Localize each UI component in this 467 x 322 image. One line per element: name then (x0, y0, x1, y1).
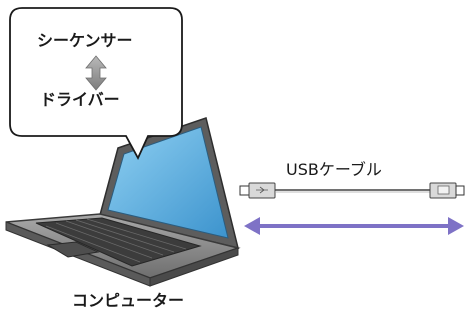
usb-cable-icon (239, 182, 465, 199)
speech-bubble (9, 7, 183, 161)
driver-label: ドライバー (40, 90, 120, 109)
laptop-icon (5, 117, 241, 287)
laptop-touchpad (46, 241, 100, 258)
computer-label: コンピューター (72, 291, 185, 310)
cable-bidirectional-arrow-icon (244, 217, 464, 235)
usb-cable-label: USBケーブル (286, 160, 382, 179)
bidirectional-arrow-icon (85, 55, 107, 91)
sequencer-label: シーケンサー (37, 31, 133, 50)
